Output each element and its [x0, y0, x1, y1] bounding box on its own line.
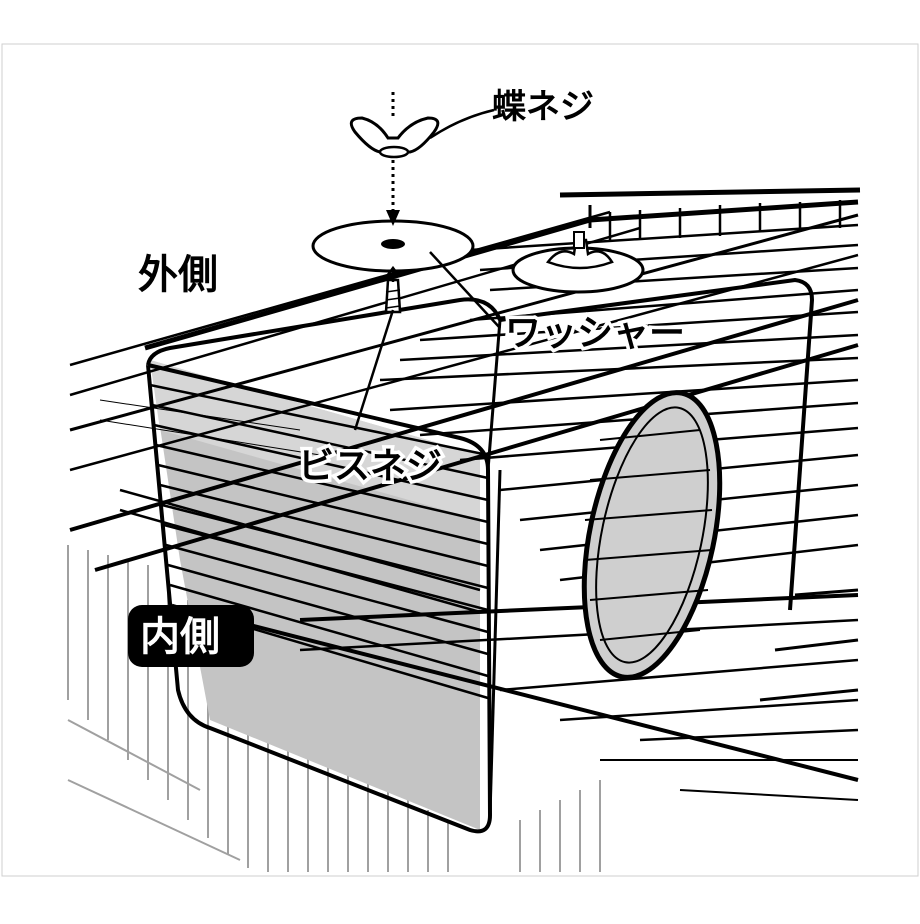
label-wing-nut: 蝶ネジ	[492, 87, 594, 127]
image-frame	[1, 43, 919, 877]
label-inside: 内側	[140, 614, 220, 660]
label-outside: 外側	[138, 252, 218, 298]
leader-lines	[353, 108, 501, 431]
washer-right-assembled	[511, 231, 645, 294]
tunnel-porthole	[581, 390, 723, 680]
tunnel-floor-stripes	[149, 383, 489, 700]
label-washer: ワッシャー	[505, 313, 685, 354]
washer-left	[311, 219, 475, 273]
label-screw: ビスネジ	[298, 446, 442, 487]
side-cage-panel	[67, 545, 601, 872]
label-washer-group: ワッシャー	[502, 310, 689, 358]
inside-badge-bg	[128, 605, 254, 667]
label-inside-badge: 内側	[128, 605, 254, 667]
label-screw-group: ビスネジ	[295, 443, 446, 491]
screw-part	[384, 265, 402, 314]
wing-nut-part	[349, 116, 440, 159]
assembly-arrow	[386, 92, 400, 226]
